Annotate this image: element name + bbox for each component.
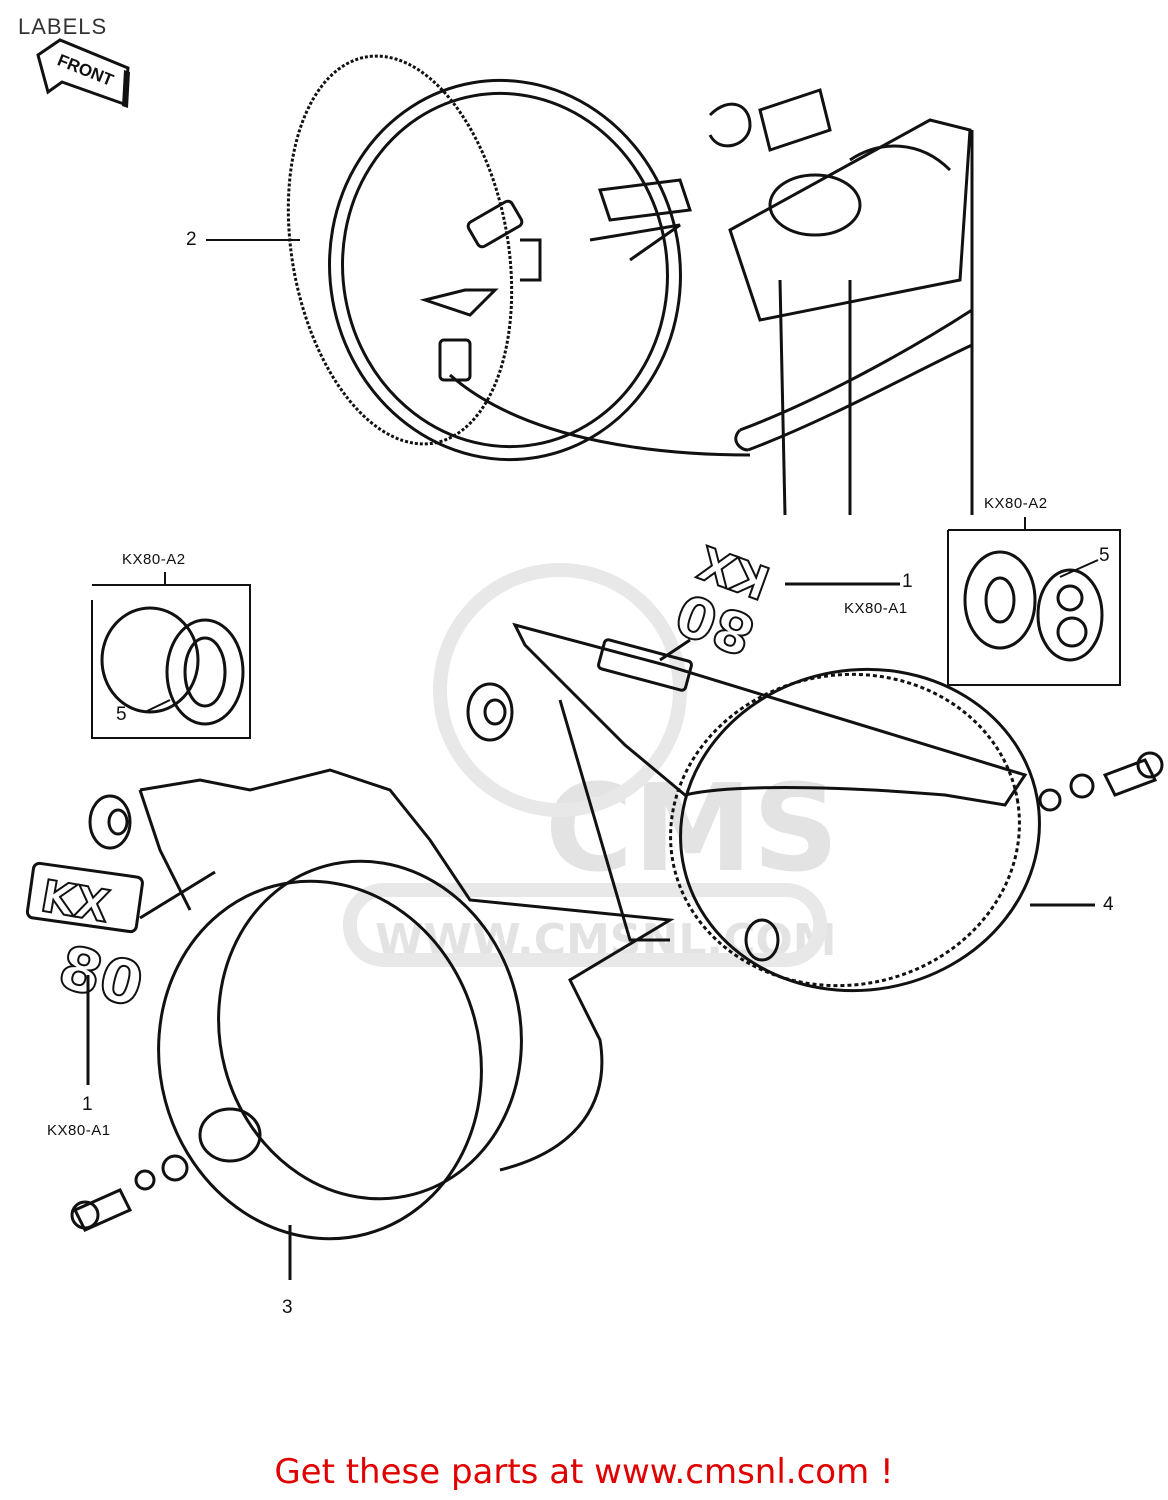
part-5-right-box — [947, 517, 1121, 686]
callout-variant-a2-right: KX80-A2 — [984, 495, 1048, 512]
footer-link-text[interactable]: Get these parts at www.cmsnl.com ! — [274, 1452, 894, 1492]
callout-part-2: 2 — [186, 229, 197, 250]
left-emblem-80: 80 — [51, 932, 150, 1021]
left-emblem-kx: KX — [37, 871, 113, 933]
callout-variant-a1-left: KX80-A1 — [47, 1122, 111, 1139]
callout-part-1-left: 1 — [82, 1094, 93, 1115]
part-4-right-cover — [466, 622, 1164, 993]
page-title: LABELS — [18, 14, 108, 39]
callout-variant-a1-right: KX80-A1 — [844, 600, 908, 617]
callout-part-4: 4 — [1103, 894, 1114, 915]
part-1-left-emblem: KX 80 — [25, 861, 216, 1023]
callout-part-3: 3 — [282, 1297, 293, 1318]
part-2-inner-cover — [286, 54, 974, 516]
callout-variant-a2-left: KX80-A2 — [122, 551, 186, 568]
part-3-left-cover — [70, 768, 675, 1280]
callout-part-1-right: 1 — [902, 571, 913, 592]
front-arrow-icon: FRONT — [36, 38, 130, 108]
part-5-left-box — [91, 572, 251, 739]
callout-part-5-right: 5 — [1099, 545, 1110, 566]
callout-part-5-left: 5 — [116, 704, 127, 725]
